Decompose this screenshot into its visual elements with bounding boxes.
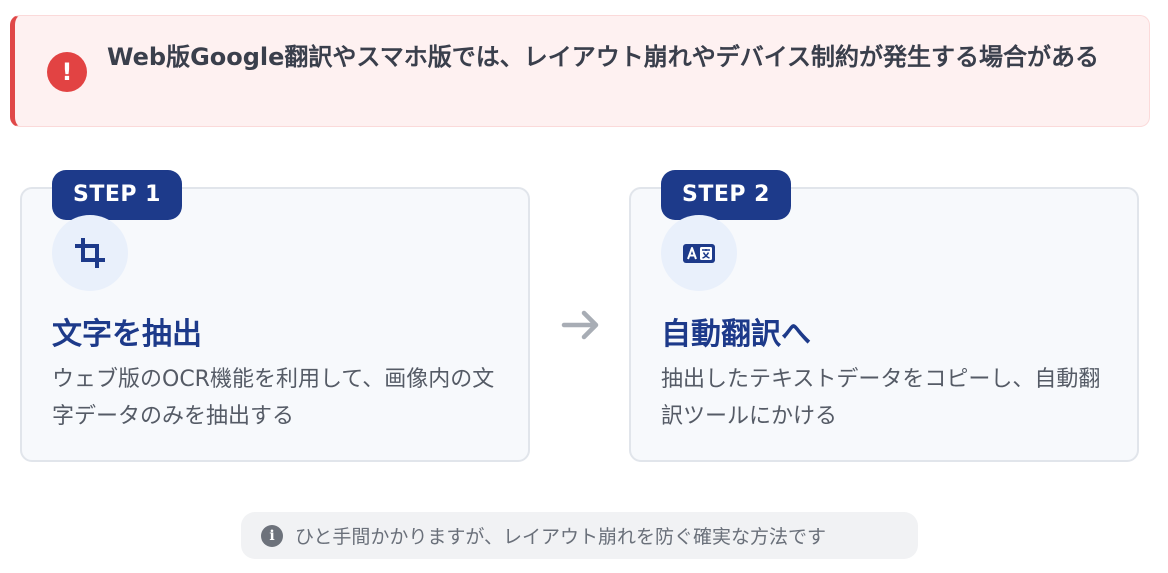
step-badge-1: STEP 1 bbox=[52, 170, 182, 220]
step-card-1: STEP 1 文字を抽出 ウェブ版のOCR機能を利用して、画像内の文字データのみ… bbox=[20, 170, 530, 462]
alert-message: Web版Google翻訳やスマホ版では、レイアウト崩れやデバイス制約が発生する場… bbox=[107, 43, 1099, 71]
step-title-2: 自動翻訳へ bbox=[661, 317, 811, 352]
step-description-1: ウェブ版のOCR機能を利用して、画像内の文字データのみを抽出する bbox=[52, 367, 495, 429]
step-title-1: 文字を抽出 bbox=[52, 317, 202, 352]
info-note: i ひと手間かかりますが、レイアウト崩れを防ぐ確実な方法です bbox=[241, 512, 918, 559]
step-description-2: 抽出したテキストデータをコピーし、自動翻訳ツールにかける bbox=[661, 367, 1101, 429]
arrow-right-icon bbox=[561, 310, 599, 340]
translate-icon bbox=[661, 215, 737, 291]
crop-icon bbox=[52, 215, 128, 291]
note-text: ひと手間かかりますが、レイアウト崩れを防ぐ確実な方法です bbox=[295, 526, 827, 548]
step-badge-2: STEP 2 bbox=[661, 170, 791, 220]
info-icon: i bbox=[261, 524, 283, 547]
exclamation-circle-icon: ! bbox=[47, 52, 87, 92]
warning-alert: ! Web版Google翻訳やスマホ版では、レイアウト崩れやデバイス制約が発生す… bbox=[10, 15, 1150, 127]
step-card-2: STEP 2 自動翻訳へ 抽出したテキストデータをコピーし、自動翻訳ツールにかけ… bbox=[629, 170, 1139, 462]
